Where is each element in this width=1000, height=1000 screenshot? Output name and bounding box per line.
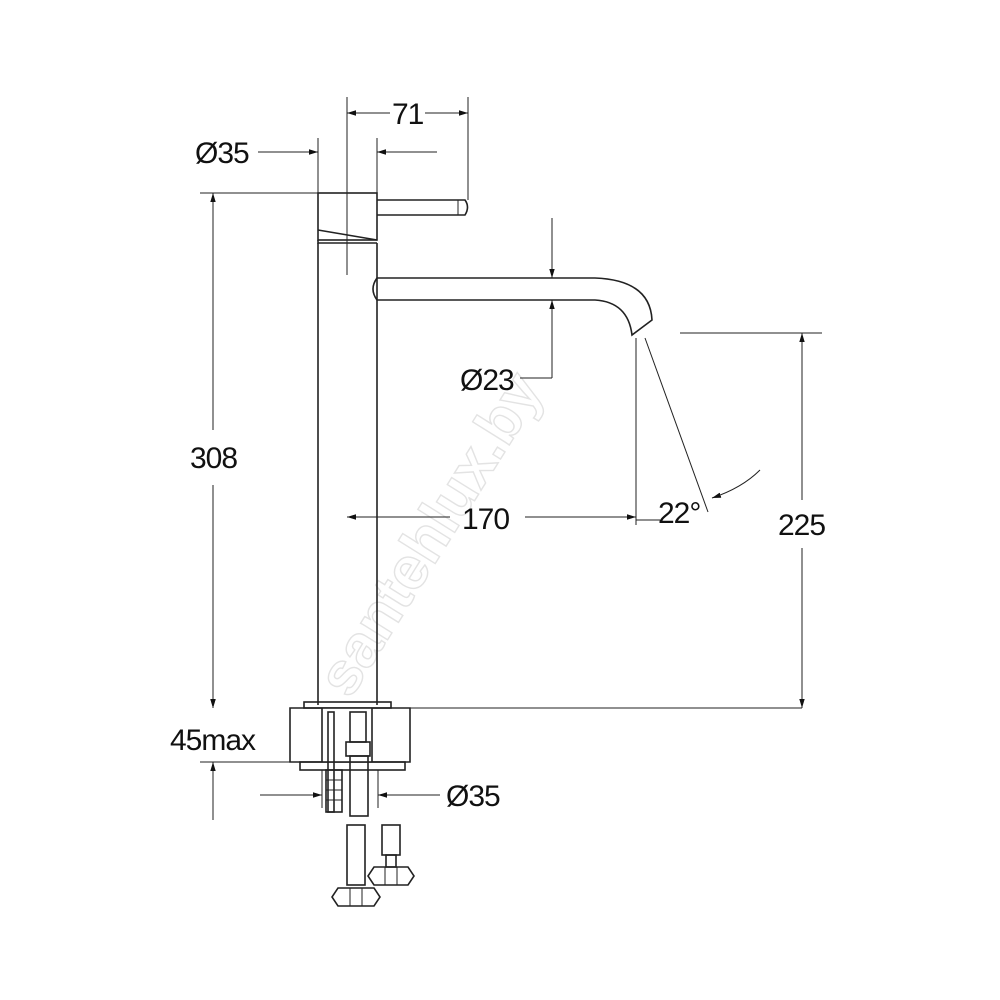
dim-shank-diameter: Ø35 — [260, 770, 501, 813]
dim-label-d23: Ø23 — [460, 364, 514, 397]
dim-label-170: 170 — [462, 503, 509, 536]
dim-spout-height: 225 — [680, 332, 826, 708]
dim-label-d35-top: Ø35 — [195, 137, 249, 170]
dim-lever-length: 71 — [346, 97, 469, 275]
watermark-text: santehlux.by — [304, 360, 556, 707]
dim-label-45max: 45max — [170, 724, 256, 757]
dim-label-308: 308 — [190, 442, 237, 475]
dim-total-height: 308 — [190, 192, 318, 708]
mounting-hardware — [325, 711, 415, 907]
lever-handle — [377, 199, 469, 216]
dim-body-diameter: Ø35 — [195, 137, 437, 193]
dim-label-225: 225 — [778, 509, 825, 542]
dim-counter-thickness: 45max — [170, 640, 300, 820]
countertop-section — [289, 701, 802, 771]
dim-spout-reach: 170 — [347, 338, 637, 536]
dim-label-d35-bottom: Ø35 — [446, 780, 500, 813]
spout — [372, 277, 653, 337]
dim-label-22deg: 22° — [658, 497, 700, 530]
dim-spout-diameter: Ø23 — [460, 218, 555, 397]
dim-label-71: 71 — [392, 98, 424, 131]
dim-spout-angle: 22° — [636, 337, 761, 530]
